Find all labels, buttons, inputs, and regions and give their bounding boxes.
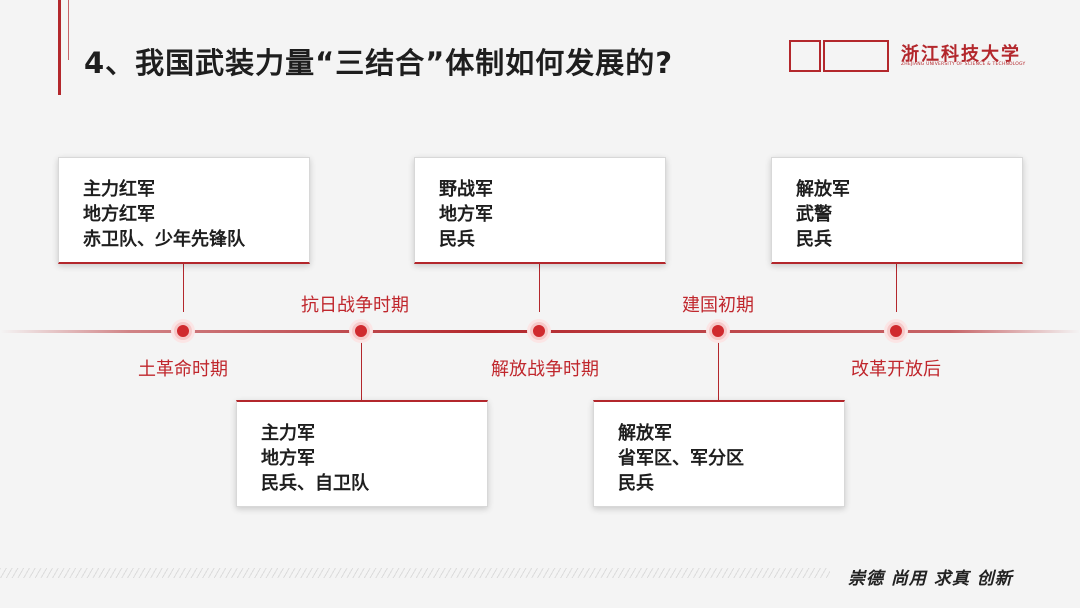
decorative-line [68,0,69,60]
force-list: 主力军 地方军 民兵、自卫队 [261,421,369,496]
period-label: 解放战争时期 [491,359,599,380]
university-logo: 浙江科技大学 ZHEJIANG UNIVERSITY OF SCIENCE & … [789,38,1029,74]
force-card: 解放军 武警 民兵 [771,157,1023,264]
period-label: 土革命时期 [138,359,228,380]
decorative-line [58,0,61,95]
force-list: 主力红军 地方红军 赤卫队、少年先锋队 [83,177,245,252]
force-item: 民兵、自卫队 [261,473,369,494]
connector-line [896,262,897,312]
logo-emblem [823,40,889,72]
force-card: 主力军 地方军 民兵、自卫队 [236,400,488,507]
connector-line [361,340,362,400]
force-item: 主力红军 [83,179,155,200]
timeline-node [174,322,192,340]
logo-name-cn: 浙江科技大学 [901,44,1021,65]
force-item: 解放军 [618,423,672,444]
timeline-node [709,322,727,340]
force-item: 地方军 [261,448,315,469]
timeline-node [530,322,548,340]
logo-name-en: ZHEJIANG UNIVERSITY OF SCIENCE & TECHNOL… [901,62,1026,67]
force-item: 赤卫队、少年先锋队 [83,229,245,250]
timeline-node [887,322,905,340]
logo-emblem [789,40,821,72]
force-item: 地方红军 [83,204,155,225]
force-list: 野战军 地方军 民兵 [439,177,493,252]
footer-hatch [0,568,830,578]
university-motto: 崇德 尚用 求真 创新 [848,569,1013,589]
period-label: 改革开放后 [851,359,941,380]
force-item: 主力军 [261,423,315,444]
force-item: 省军区、军分区 [618,448,744,469]
force-card: 主力红军 地方红军 赤卫队、少年先锋队 [58,157,310,264]
force-item: 民兵 [796,229,832,250]
force-item: 民兵 [439,229,475,250]
force-list: 解放军 武警 民兵 [796,177,850,252]
connector-line [539,262,540,312]
period-label: 建国初期 [682,295,754,316]
force-item: 野战军 [439,179,493,200]
force-item: 武警 [796,204,832,225]
connector-line [183,262,184,312]
force-item: 地方军 [439,204,493,225]
timeline-node [352,322,370,340]
force-card: 解放军 省军区、军分区 民兵 [593,400,845,507]
force-list: 解放军 省军区、军分区 民兵 [618,421,744,496]
period-label: 抗日战争时期 [301,295,409,316]
force-item: 民兵 [618,473,654,494]
connector-line [718,340,719,400]
slide-title: 4、我国武装力量“三结合”体制如何发展的? [84,46,674,80]
force-item: 解放军 [796,179,850,200]
force-card: 野战军 地方军 民兵 [414,157,666,264]
